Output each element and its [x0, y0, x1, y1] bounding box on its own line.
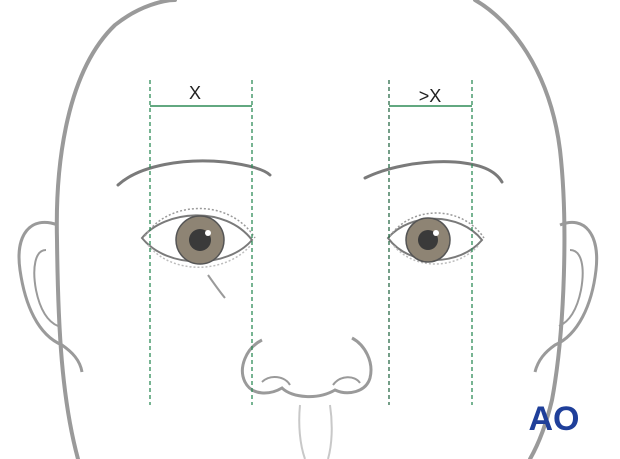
- right-ear-inner: [558, 249, 584, 327]
- left-eye: [140, 207, 256, 299]
- ao-logo-icon: AO: [529, 400, 580, 438]
- left-eyebrow: [116, 159, 272, 187]
- left-measurement-label: X: [189, 83, 201, 103]
- left-ear: [17, 220, 84, 373]
- left-nostril: [261, 376, 291, 386]
- right-ear: [533, 220, 599, 373]
- left-ear-inner: [33, 249, 59, 327]
- right-eyebrow: [363, 160, 504, 184]
- upper-lip: [298, 404, 333, 459]
- nose: [240, 336, 373, 398]
- right-eye: [386, 212, 485, 265]
- right-measurement-label: >X: [419, 86, 442, 106]
- svg-text:AO: AO: [529, 400, 580, 438]
- right-pupil: [418, 230, 438, 250]
- head-outline: [54, 0, 567, 459]
- right-nostril: [332, 376, 361, 386]
- guide-lines: [149, 80, 473, 405]
